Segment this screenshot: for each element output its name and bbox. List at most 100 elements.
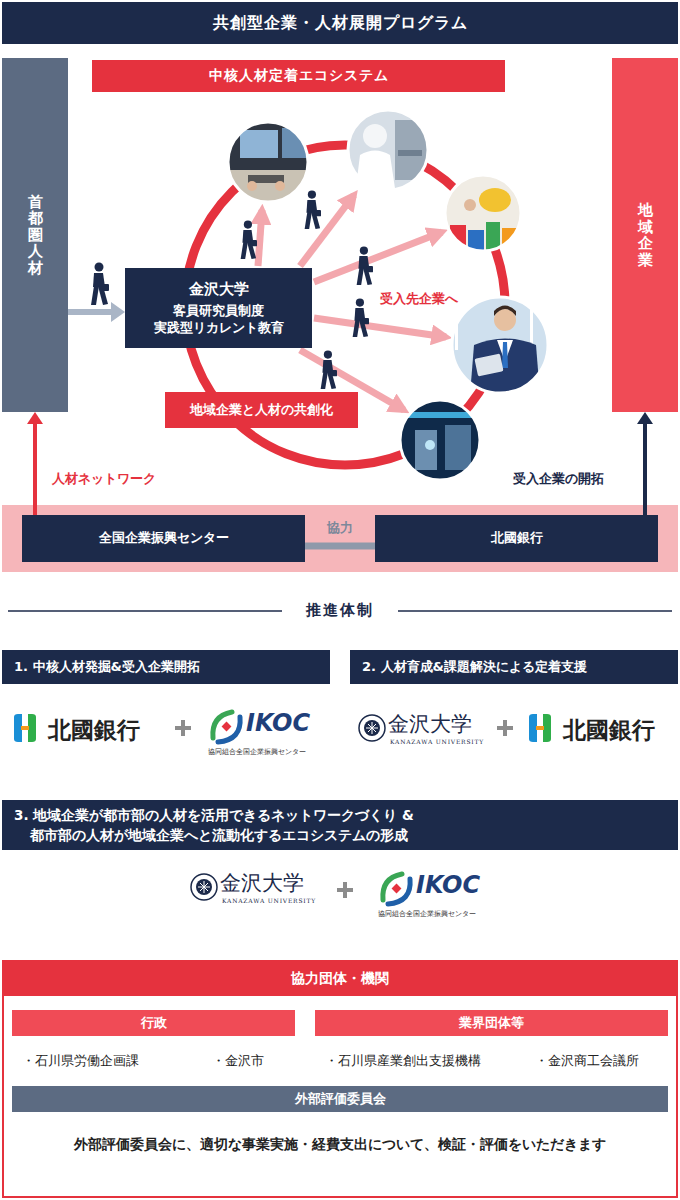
bank-logo-mark [536,726,544,730]
photo-helmet [440,170,530,260]
logo-text: 金沢大学 [388,710,472,738]
photo-tablet [450,295,550,395]
university-emblem [359,715,385,741]
bank-logo-mark [529,714,537,742]
photo-machine [395,395,485,485]
connector [637,412,653,515]
ikoc-logo-mark [213,712,240,742]
bank-logo-mark [14,714,36,742]
category-bar: 業界団体等 [315,1010,668,1036]
heading-rule [398,610,672,612]
photo-office [228,122,308,202]
note-text: 外部評価委員会に、適切な事業実施・経費支出について、検証・評価をいただきます [2,1136,678,1154]
cooperation-frame: 協力団体・機関行政業界団体等外部評価委員会 [2,960,678,1198]
university-box: 金沢大学客員研究員制度 実践型リカレント教育 [125,268,312,348]
section-bar: 2. 人材育成&課題解決による定着支援 [350,650,678,684]
section-bar: 3. 地域企業が都市部の人材を活用できるネットワークづくり &都市部の人材が地域… [2,800,678,850]
connector [27,412,43,515]
logo-text: 金沢大学 [220,869,304,897]
photo-machine [425,440,435,450]
photo-tablet [450,295,550,395]
photo-tablet [502,342,508,368]
person-icon [241,220,257,259]
logo-subtext: KANAZAWA UNIVERSITY [222,897,316,904]
ikoc-logo-mark [213,712,232,738]
person-icon [91,263,109,306]
category-bar: 行政 [12,1010,295,1036]
cocreation-box: 地域企業と人材の共創化 [165,392,358,428]
ikoc-logo-mark [392,884,402,894]
bank-logo-mark [14,714,22,742]
heading-band: 中核人材定着エコシステム [92,60,505,92]
university-emblem [196,879,212,895]
logo-subtext: 協同組合全国企業振興センター [378,910,476,919]
photo-lab [398,150,422,156]
node-text: 業界団体等 [459,1015,524,1032]
logo-text: IKOC [416,871,480,899]
member-item: ・石川県労働企画課 [22,1052,139,1070]
photo-helmet [479,188,511,212]
university-emblem [191,874,217,900]
flow-arrow [314,232,442,282]
edge-label: 協力 [310,519,370,537]
plus-sign [497,720,513,736]
university-emblem [359,715,385,741]
node-text: 北國銀行 [491,530,543,547]
photo-tablet [470,339,540,396]
node-text: 1. 中核人材発掘&受入企業開拓 [14,658,200,676]
ikoc-logo-mark [383,874,410,904]
partner-box: 全国企業振興センター [22,515,305,562]
side-bar: 地域企業 [612,58,678,412]
member-item: ・金沢市 [212,1052,264,1070]
photo-helmet [440,170,530,260]
photo-helmet [464,199,476,211]
partner-box: 北國銀行 [375,515,658,562]
photo-tablet [452,297,548,393]
section-heading: 推進体制 [290,601,390,620]
node-text: 2. 人材育成&課題解決による定着支援 [362,658,587,676]
edge-label: 人材ネットワーク [52,470,156,488]
university-emblem [191,874,217,900]
connector-line [643,423,647,515]
ikoc-logo-mark [218,717,240,742]
ikoc-logo-mark [222,722,232,732]
person-icon [353,298,369,337]
photo-lab [340,100,440,200]
side-bar: 首都圏人材 [2,58,68,412]
connector [68,302,125,322]
logo-subtext: KANAZAWA UNIVERSITY [390,738,484,745]
flow-arrow [314,318,446,337]
logo-text: 北國銀行 [563,715,655,746]
ikoc-logo-mark [383,874,402,900]
photo-office [220,115,320,215]
partner-band [2,505,678,572]
photo-machine [395,395,485,485]
university-emblem [366,722,378,734]
connector-line [33,423,37,515]
person-icon [321,350,337,389]
photo-machine [445,425,471,470]
member-item: ・石川県産業創出支援機構 [325,1052,481,1070]
photo-helmet [468,230,484,260]
photo-lab [340,100,440,200]
plus-sign [175,720,191,736]
photo-office [220,115,320,215]
person-icon [91,190,373,389]
callout-text: 受入先企業へ [380,290,458,308]
edge-label: 受入企業の開拓 [513,470,604,488]
photo-machine [405,412,475,418]
plus-sign [337,882,353,898]
node-text: 金沢大学 [189,280,249,299]
arrowhead [27,412,43,424]
person-icon [357,246,373,285]
connector-line [68,309,112,315]
node-text: 地域企業 [638,202,653,268]
bank-logo-mark [21,726,29,730]
photo-helmet [440,170,530,260]
node-text: 全国企業振興センター [99,530,229,547]
photo-lab [348,110,428,190]
university-emblem [364,720,380,736]
heading-rule [8,610,282,612]
logo-text: 北國銀行 [48,715,140,746]
